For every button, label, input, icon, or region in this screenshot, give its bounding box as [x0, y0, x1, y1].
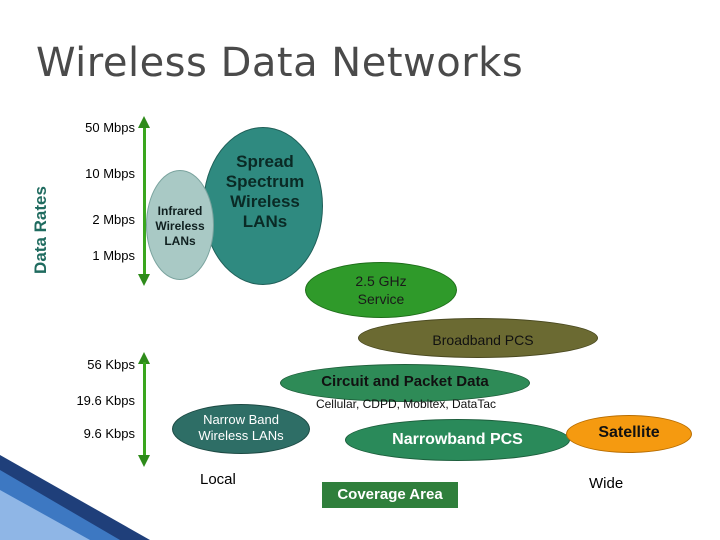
y-axis-lower-arrow-down: [138, 455, 150, 467]
circuit-packet-label: Circuit and Packet Data: [321, 373, 489, 390]
rate-label-56kbps: 56 Kbps: [87, 357, 135, 372]
circuit-packet-region: [280, 364, 530, 402]
spread-spectrum-line4: LANs: [242, 212, 288, 231]
broadband-pcs-region: [358, 318, 598, 358]
infrared-label: Infrared Wireless LANs: [146, 204, 214, 249]
spread-spectrum-line1: Spread: [236, 152, 294, 171]
spread-spectrum-label: Spread Spectrum Wireless LANs: [215, 152, 315, 232]
y-axis-upper-arrow-up: [138, 116, 150, 128]
ghz-service-region: [305, 262, 457, 318]
rate-label-10mbps: 10 Mbps: [85, 166, 135, 181]
narrow-band-label: Narrow Band Wireless LANs: [172, 412, 310, 444]
narrow-band-line1: Narrow Band: [203, 412, 279, 427]
narrow-band-line2: Wireless LANs: [198, 428, 284, 443]
infrared-region: [146, 170, 214, 280]
narrowband-pcs-region: [345, 419, 570, 461]
y-axis-lower-line: [143, 362, 146, 456]
y-axis-lower-arrow-up: [138, 352, 150, 364]
satellite-region: [566, 415, 692, 453]
broadband-pcs-label: Broadband PCS: [432, 332, 534, 348]
infrared-line2: Wireless: [155, 219, 205, 233]
circuit-packet-sublabel: Cellular, CDPD, Mobitex, DataTac: [315, 397, 497, 411]
x-axis-right-label: Wide: [589, 475, 624, 492]
spread-spectrum-region: [203, 127, 323, 285]
rate-label-9-6kbps: 9.6 Kbps: [83, 426, 135, 441]
satellite-label: Satellite: [598, 424, 660, 441]
page-title: Wireless Data Networks: [36, 40, 524, 86]
x-axis-left-label: Local: [200, 471, 236, 488]
spread-spectrum-line3: Wireless: [230, 192, 300, 211]
x-axis-label: Coverage Area: [322, 482, 458, 508]
narrow-band-region: [172, 404, 310, 454]
rate-label-19-6kbps: 19.6 Kbps: [76, 393, 135, 408]
ghz-service-line1: 2.5 GHz: [355, 273, 407, 289]
ghz-service-line2: Service: [357, 291, 405, 307]
infrared-line3: LANs: [164, 234, 196, 248]
rate-label-50mbps: 50 Mbps: [85, 120, 135, 135]
ghz-service-label: 2.5 GHz Service: [305, 272, 457, 308]
narrowband-pcs-label: Narrowband PCS: [392, 431, 523, 448]
rate-label-1mbps: 1 Mbps: [92, 248, 135, 263]
infrared-line1: Infrared: [157, 204, 203, 218]
rate-label-2mbps: 2 Mbps: [92, 212, 135, 227]
spread-spectrum-line2: Spectrum: [225, 172, 305, 191]
y-axis-upper-line: [143, 126, 146, 276]
y-axis-upper-arrow-down: [138, 274, 150, 286]
